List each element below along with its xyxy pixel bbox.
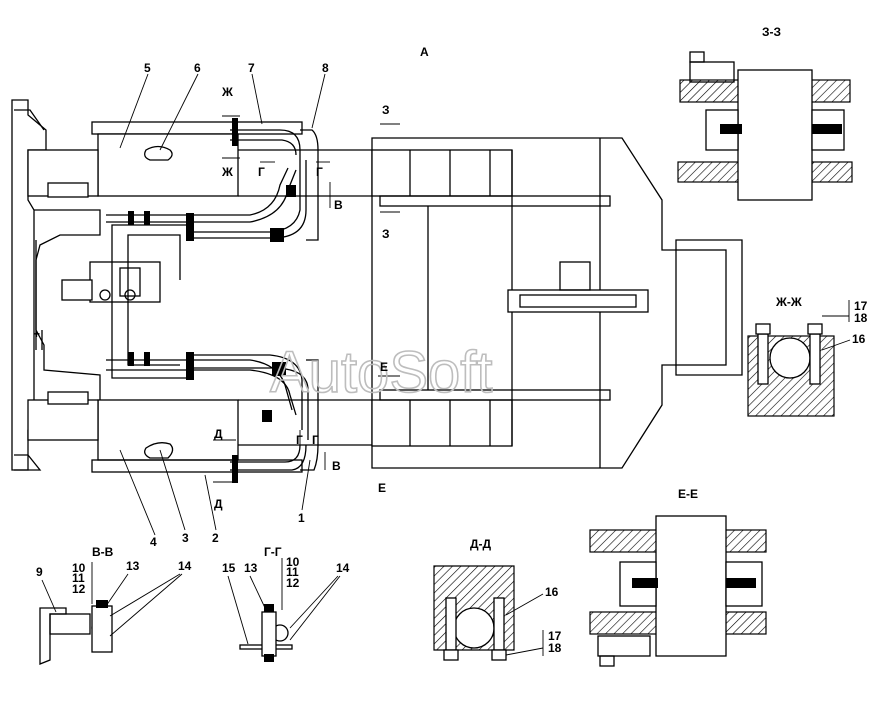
cut-mark-g-right: Г [316, 165, 323, 179]
main-view: + [11, 73, 743, 536]
leader-lines [119, 73, 326, 536]
callout-14-gg: 14 [336, 561, 350, 575]
callout-9: 9 [36, 565, 43, 579]
callout-8: 8 [322, 61, 329, 75]
section-ee-view [589, 515, 767, 667]
cut-mark-zh-bottom: Ж [221, 165, 233, 179]
callout-13-gg: 13 [244, 561, 258, 575]
callout-11-vv: 11 [72, 571, 85, 585]
section-zz-label: З-З [762, 25, 781, 39]
callout-18-zhzh: 18 [854, 311, 868, 325]
callout-16-dd: 16 [545, 585, 559, 599]
cut-mark-zh-top: Ж [221, 85, 233, 99]
callout-7: 7 [248, 61, 255, 75]
callout-11-gg: 11 [286, 565, 299, 579]
section-dd-view [433, 565, 515, 661]
cut-mark-v-bottom: В [332, 459, 341, 473]
watermark: AutoSoft [270, 340, 492, 405]
callout-13-vv: 13 [126, 559, 140, 573]
svg-text:+: + [33, 327, 40, 341]
callout-17-zhzh: 17 [854, 299, 868, 313]
callout-2: 2 [212, 531, 219, 545]
callout-4: 4 [150, 535, 157, 549]
callout-10-vv: 10 [72, 561, 86, 575]
callout-10-gg: 10 [286, 555, 300, 569]
cut-mark-g-left: Г [258, 165, 265, 179]
cut-mark-g-lower-right: Г [312, 433, 319, 447]
callout-12-gg: 12 [286, 576, 300, 590]
main-view-label: А [420, 45, 429, 59]
section-vv-label: В-В [92, 545, 114, 559]
cut-mark-e-bottom: Е [378, 481, 386, 495]
clamps [128, 118, 296, 483]
cut-mark-v-top: В [334, 198, 343, 212]
section-gg-label: Г-Г [264, 545, 282, 559]
section-vv-view [39, 600, 113, 665]
callout-17-dd: 17 [548, 629, 562, 643]
callout-16-zhzh: 16 [852, 332, 866, 346]
callout-15: 15 [222, 561, 236, 575]
section-ee-label: Е-Е [678, 487, 698, 501]
callout-5: 5 [144, 61, 151, 75]
cut-mark-e-top: Е [380, 360, 388, 374]
section-zhzh-view [747, 323, 835, 417]
cut-mark-d-bottom: Д [214, 497, 223, 511]
cut-mark-g-lower-left: Г [296, 433, 303, 447]
callout-12-vv: 12 [72, 582, 86, 596]
callout-14-vv: 14 [178, 559, 192, 573]
callout-3: 3 [182, 531, 189, 545]
cut-mark-z-top: З [382, 103, 390, 117]
section-gg-view [239, 604, 293, 662]
section-cut-lines [213, 115, 400, 483]
section-zhzh-label: Ж-Ж [775, 295, 802, 309]
section-zz-view [677, 51, 853, 201]
section-dd-label: Д-Д [470, 537, 492, 551]
cut-mark-d-top: Д [214, 427, 223, 441]
callout-18-dd: 18 [548, 641, 562, 655]
callout-6: 6 [194, 61, 201, 75]
cut-mark-z-bottom: З [382, 227, 390, 241]
callout-1: 1 [298, 511, 305, 525]
